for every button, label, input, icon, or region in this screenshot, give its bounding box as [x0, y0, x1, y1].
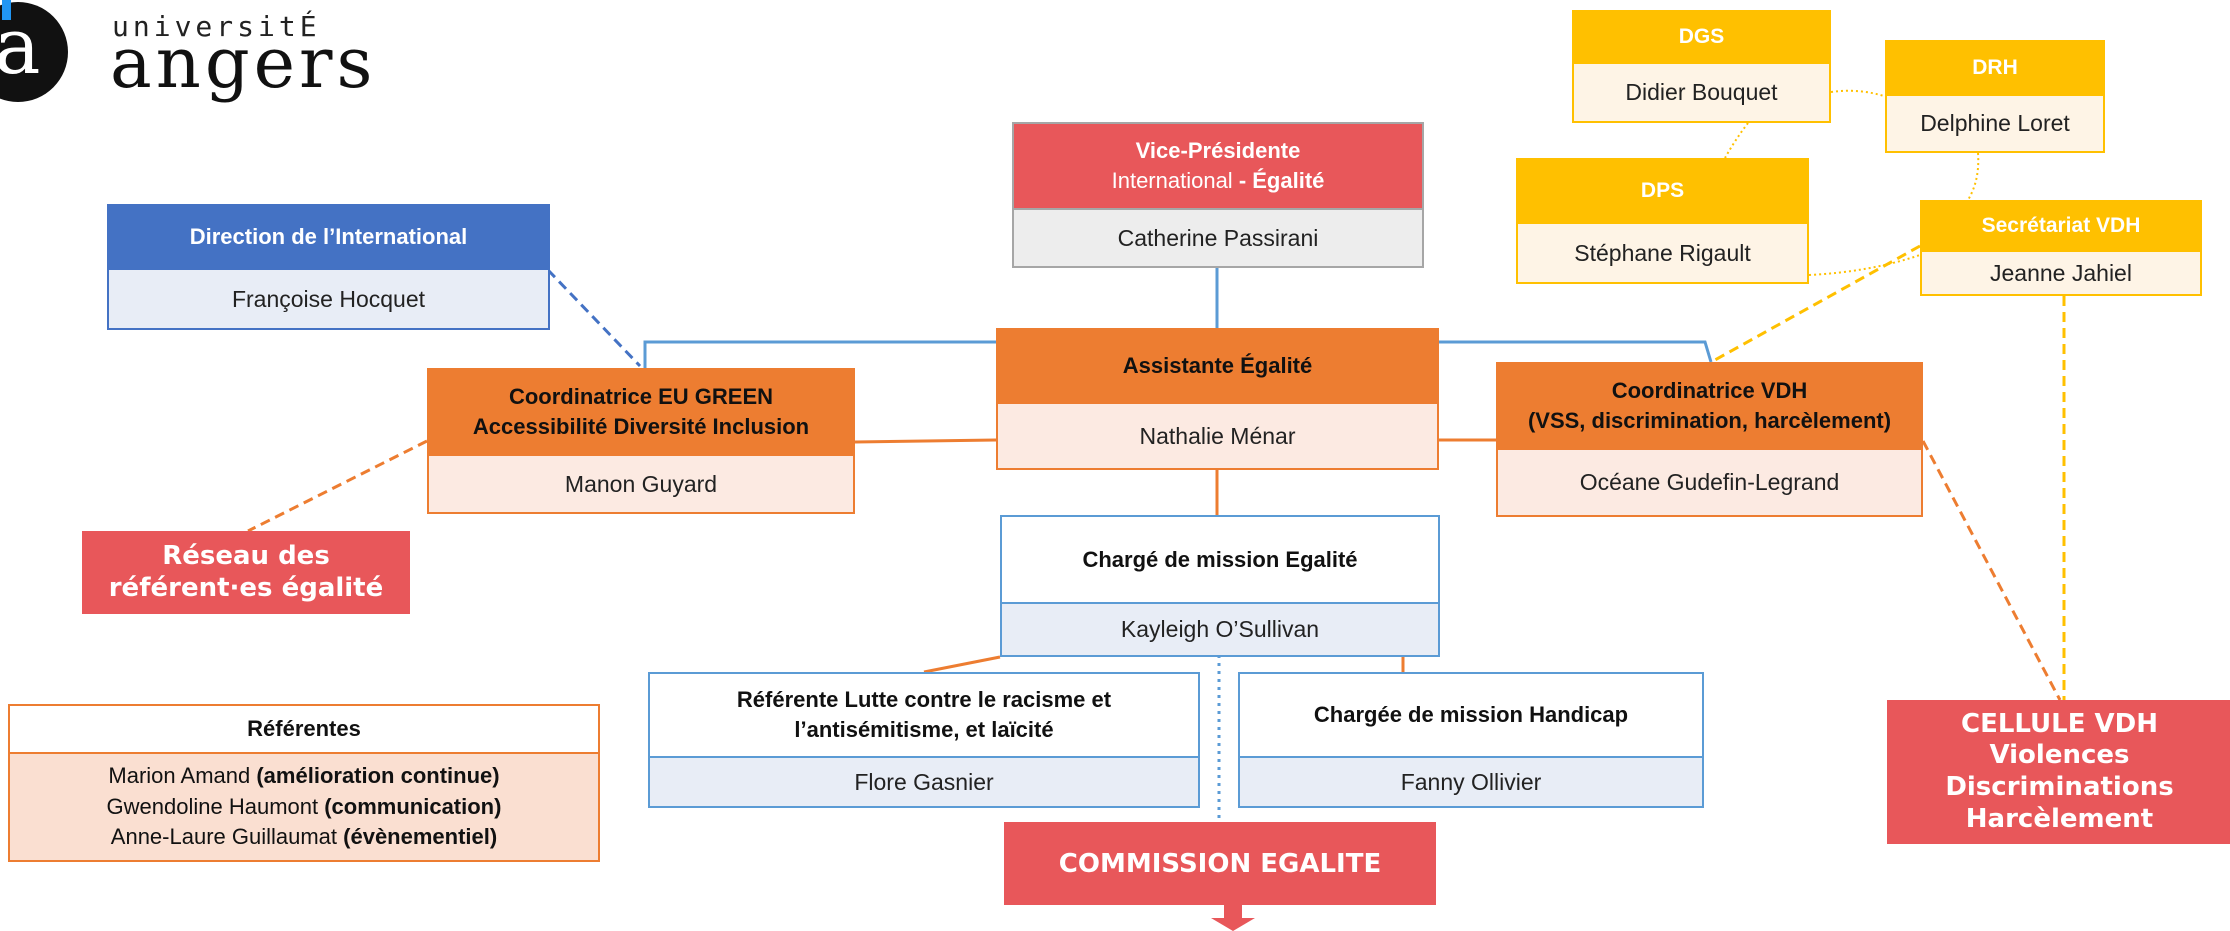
eu-green-header: Coordinatrice EU GREEN Accessibilité Div…	[429, 370, 853, 454]
line-charge-racisme	[923, 655, 1001, 674]
logo-text-angers: angers	[110, 22, 377, 104]
referente-item: Marion Amand (amélioration continue)	[108, 761, 499, 792]
dgs-box: DGS Didier Bouquet	[1572, 10, 1831, 123]
line-international-dashed	[546, 268, 642, 368]
dgs-name: Didier Bouquet	[1574, 62, 1829, 121]
referente-role: (communication)	[324, 793, 502, 819]
line-eugreen-assistante	[854, 438, 997, 444]
cellule-block: CELLULE VDH Violences Discriminations Ha…	[1887, 700, 2230, 844]
logo-bar-icon	[2, 0, 11, 20]
referentes-box: Référentes Marion Amand (amélioration co…	[8, 704, 600, 862]
racisme-title-1: Référente Lutte contre le racisme et	[736, 687, 1112, 713]
line-dgs-dps	[1724, 122, 1749, 159]
eu-green-title-2: Accessibilité Diversité Inclusion	[472, 414, 810, 439]
dps-name: Stéphane Rigault	[1518, 222, 1807, 282]
secretariat-title: Secrétariat VDH	[1922, 202, 2200, 250]
commission-block: COMMISSION EGALITE	[1004, 822, 1436, 905]
referente-role: (amélioration continue)	[256, 762, 500, 788]
eu-green-title-1: Coordinatrice EU GREEN	[508, 384, 774, 410]
charge-egalite-title: Chargé de mission Egalité	[1002, 517, 1438, 602]
referente-item: Anne-Laure Guillaumat (évènementiel)	[111, 822, 497, 853]
vp-title: Vice-Présidente	[1135, 138, 1301, 164]
line-dps-secretariat	[1808, 254, 1921, 276]
referente-name: Gwendoline Haumont	[106, 793, 325, 819]
dgs-title: DGS	[1574, 12, 1829, 62]
dps-box: DPS Stéphane Rigault	[1516, 158, 1809, 284]
handicap-title: Chargée de mission Handicap	[1240, 674, 1702, 756]
handicap-box: Chargée de mission Handicap Fanny Ollivi…	[1238, 672, 1704, 808]
reseau-line-1: Réseau des	[162, 541, 330, 572]
vp-subtitle-international: International	[1111, 168, 1233, 193]
line-dgs-drh	[1830, 89, 1888, 98]
international-box: Direction de l’International Françoise H…	[107, 204, 550, 330]
vp-box: Vice-Présidente International - Égalité …	[1012, 122, 1424, 268]
cellule-line-4: Harcèlement	[1965, 803, 2154, 834]
referentes-title: Référentes	[10, 706, 598, 752]
line-secretariat-vdh	[1714, 244, 1921, 362]
vdh-title-2: (VSS, discrimination, harcèlement)	[1527, 408, 1892, 433]
vdh-box: Coordinatrice VDH (VSS, discrimination, …	[1496, 362, 1923, 517]
referente-item: Gwendoline Haumont (communication)	[107, 792, 502, 823]
assistante-box: Assistante Égalité Nathalie Ménar	[996, 328, 1439, 470]
racisme-title-2: l’antisémitisme, et laïcité	[794, 717, 1054, 742]
logo-text-universite: universitÉ	[112, 10, 321, 43]
reseau-line-2: référent·es égalité	[108, 572, 384, 603]
cellule-line-3: Discriminations	[1945, 772, 2174, 802]
vp-header: Vice-Présidente International - Égalité	[1014, 124, 1422, 208]
referente-name: Marion Amand	[108, 762, 257, 788]
eu-green-name: Manon Guyard	[429, 454, 853, 512]
reseau-block: Réseau des référent·es égalité	[82, 531, 410, 614]
line-drh-secretariat	[1967, 152, 1980, 201]
line-eugreen-reseau	[247, 439, 428, 533]
charge-egalite-name: Kayleigh O’Sullivan	[1002, 602, 1438, 655]
line-horizontal-bar-left	[643, 340, 996, 368]
cellule-line-2: Violences	[1989, 740, 2130, 771]
referente-role: (évènementiel)	[343, 824, 498, 850]
international-title: Direction de l’International	[109, 206, 548, 268]
referentes-list: Marion Amand (amélioration continue) Gwe…	[10, 752, 598, 860]
drh-title: DRH	[1887, 42, 2103, 94]
assistante-name: Nathalie Ménar	[998, 402, 1437, 468]
university-logo: a universitÉ angers	[0, 0, 372, 120]
vdh-title-1: Coordinatrice VDH	[1611, 378, 1808, 404]
racisme-name: Flore Gasnier	[650, 756, 1198, 806]
eu-green-box: Coordinatrice EU GREEN Accessibilité Div…	[427, 368, 855, 514]
vp-name: Catherine Passirani	[1014, 208, 1422, 266]
vp-subtitle-egalite: - Égalité	[1232, 168, 1325, 193]
secretariat-name: Jeanne Jahiel	[1922, 250, 2200, 294]
logo-letter-icon: a	[0, 2, 41, 92]
drh-box: DRH Delphine Loret	[1885, 40, 2105, 153]
cellule-line-1: CELLULE VDH	[1960, 708, 2158, 739]
referente-name: Anne-Laure Guillaumat	[110, 824, 344, 850]
arrow-down-icon	[1211, 905, 1255, 931]
dps-title: DPS	[1518, 160, 1807, 222]
secretariat-box: Secrétariat VDH Jeanne Jahiel	[1920, 200, 2202, 296]
racisme-box: Référente Lutte contre le racisme et l’a…	[648, 672, 1200, 808]
charge-egalite-box: Chargé de mission Egalité Kayleigh O’Sul…	[1000, 515, 1440, 657]
racisme-header: Référente Lutte contre le racisme et l’a…	[650, 674, 1198, 756]
vdh-header: Coordinatrice VDH (VSS, discrimination, …	[1498, 364, 1921, 448]
line-horizontal-bar-right	[1439, 340, 1713, 363]
vdh-name: Océane Gudefin-Legrand	[1498, 448, 1921, 515]
assistante-title: Assistante Égalité	[998, 330, 1437, 402]
international-name: Françoise Hocquet	[109, 268, 548, 328]
line-vdh-cellule	[1921, 440, 2062, 701]
drh-name: Delphine Loret	[1887, 94, 2103, 151]
vp-subtitle: International - Égalité	[1112, 166, 1325, 196]
handicap-name: Fanny Ollivier	[1240, 756, 1702, 806]
